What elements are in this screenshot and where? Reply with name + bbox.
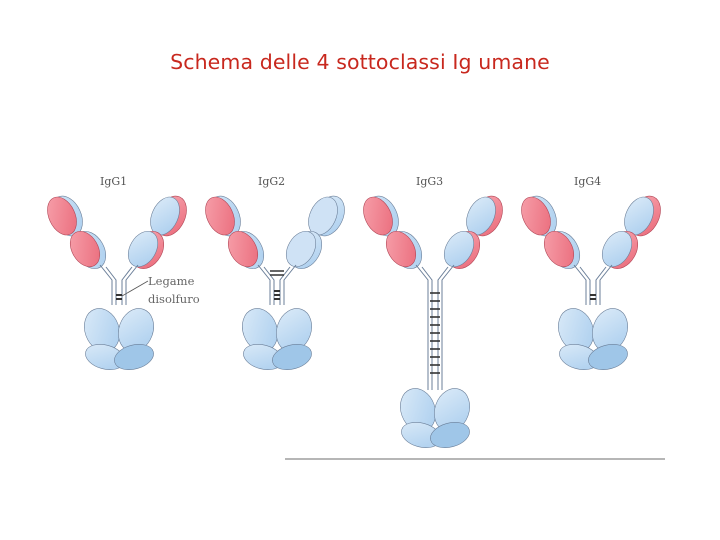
igg1-hinge — [100, 265, 138, 305]
igg1-right-arm — [122, 191, 192, 274]
disulfide-annotation: Legame disolfuro — [122, 274, 200, 306]
ig-subclass-figure: IgG1 — [40, 165, 680, 470]
ig-diagram-svg: IgG1 — [40, 165, 680, 470]
page-title: Schema delle 4 sottoclassi Ig umane — [0, 50, 720, 74]
igg2-right-arm — [280, 191, 350, 274]
igg4-hinge — [574, 265, 612, 305]
igg4-label: IgG4 — [574, 175, 601, 188]
igg4-right-arm — [596, 191, 666, 274]
igg2-left-arm — [200, 191, 270, 274]
igg1-label: IgG1 — [100, 175, 127, 188]
igg3-left-arm — [358, 191, 428, 274]
igg1-fc — [79, 304, 160, 374]
igg1-left-arm — [42, 191, 112, 274]
igg3-right-arm — [438, 191, 508, 274]
igg2-fc — [237, 304, 318, 374]
annotation-line2: disolfuro — [148, 292, 200, 306]
igg4-fc — [553, 304, 634, 374]
igg3-label: IgG3 — [416, 175, 443, 188]
igg3-fc — [395, 384, 476, 452]
igg3-long-hinge — [416, 265, 454, 390]
antibody-igg3: IgG3 — [358, 175, 509, 452]
antibody-igg4: IgG4 — [516, 175, 667, 374]
igg2-label: IgG2 — [258, 175, 285, 188]
antibody-igg2: IgG2 — [200, 175, 351, 374]
igg2-hinge — [258, 265, 296, 305]
igg4-left-arm — [516, 191, 586, 274]
annotation-line1: Legame — [148, 274, 195, 288]
